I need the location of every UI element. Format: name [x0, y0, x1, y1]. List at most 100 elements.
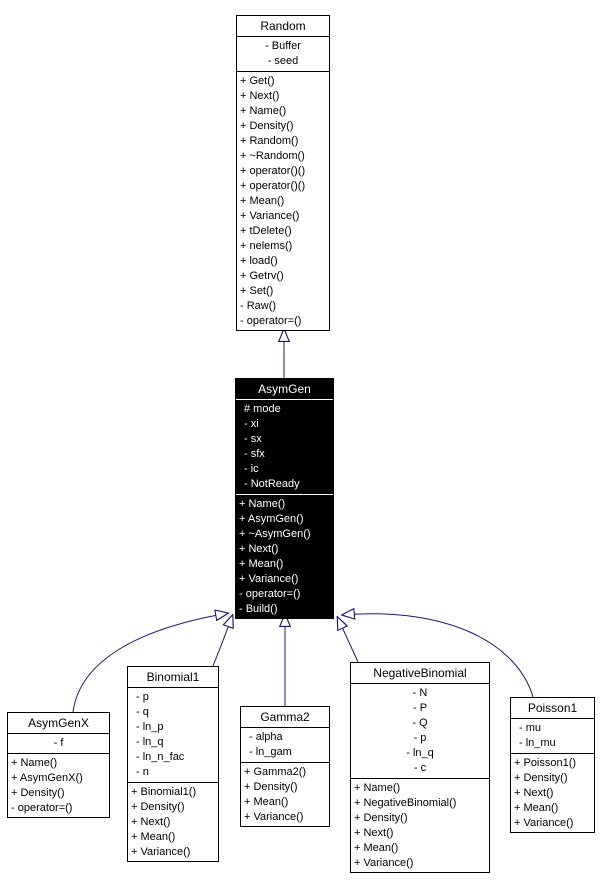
- member-row: + Variance(): [514, 817, 574, 829]
- methods-section: + Name()+ AsymGenX()+ Density()- operato…: [8, 754, 109, 817]
- class-box-poisson1[interactable]: Poisson1 - mu - ln_mu + Poisson1() + Densi…: [510, 697, 595, 833]
- member-row: - mu: [519, 722, 541, 734]
- member-row: + Gamma2(): [244, 766, 307, 778]
- class-title[interactable]: AsymGenX: [8, 713, 109, 734]
- member-row: - Q: [412, 717, 428, 729]
- member-row: + Variance(): [354, 857, 414, 869]
- member-row: - alpha: [249, 731, 283, 743]
- member-row: - ln_q: [406, 747, 434, 759]
- member-row: - ln_mu: [519, 737, 556, 749]
- member-row: + Next(): [514, 787, 554, 799]
- member-row: + Next(): [354, 827, 394, 839]
- edge-binomial1-to-asymgen: [212, 614, 233, 667]
- class-title[interactable]: Binomial1: [128, 667, 218, 688]
- member-row: + AsymGenX(): [11, 772, 83, 784]
- edge-asymgenx-to-asymgen: [72, 613, 229, 713]
- member-row: + ~Random(): [240, 150, 305, 162]
- member-row: + Density(): [514, 772, 568, 784]
- class-box-asymgenx[interactable]: AsymGenX - f + Name()+ AsymGenX()+ Densi…: [7, 712, 110, 818]
- member-row: + Mean(): [239, 558, 284, 570]
- member-row: + Poisson1(): [514, 757, 577, 769]
- member-row: - operator=(): [239, 588, 301, 600]
- member-row: + Mean(): [354, 842, 399, 854]
- member-row: + Mean(): [244, 796, 289, 808]
- attributes-section: - mu - ln_mu: [511, 719, 594, 754]
- member-row: - operator=(): [240, 315, 302, 327]
- member-row: + Next(): [240, 90, 280, 102]
- methods-section: + Name() + NegativeBinomial() + Density() +…: [351, 779, 489, 872]
- member-row: - operator=(): [11, 802, 73, 814]
- methods-section: + Gamma2() + Density() + Mean() + Variance(…: [241, 763, 329, 826]
- member-row: - f: [53, 737, 64, 749]
- member-row: - n: [136, 766, 149, 778]
- class-box-asymgen[interactable]: AsymGen # mode- xi- sx- sfx- ic- NotRead…: [235, 378, 334, 619]
- member-row: + Density(): [240, 120, 294, 132]
- member-row: + Variance(): [239, 573, 299, 585]
- member-row: + Next(): [131, 816, 171, 828]
- member-row: - P: [412, 702, 428, 714]
- member-row: + Name(): [239, 498, 286, 510]
- member-row: - sx: [244, 433, 262, 445]
- member-row: - Build(): [239, 603, 278, 615]
- member-row: - ln_gam: [249, 746, 292, 758]
- member-row: + ~AsymGen(): [239, 528, 311, 540]
- class-box-binomial1[interactable]: Binomial1 - p- q- ln_p- ln_q- ln_n_fac- …: [127, 666, 219, 862]
- edge-poisson1-to-asymgen: [341, 614, 534, 698]
- class-title[interactable]: AsymGen: [236, 379, 333, 400]
- member-row: + tDelete(): [240, 225, 292, 237]
- class-title[interactable]: NegativeBinomial: [351, 663, 489, 684]
- methods-section: + Name() + AsymGen() + ~AsymGen() + Next() +…: [236, 495, 333, 618]
- edge-negativebinomial-to-asymgen: [336, 616, 359, 663]
- member-row: + Density(): [354, 812, 408, 824]
- member-row: + AsymGen(): [239, 513, 304, 525]
- member-row: - xi: [244, 418, 259, 430]
- member-row: + operator()(): [240, 165, 306, 177]
- member-row: - ln_p: [136, 721, 164, 733]
- member-row: - p: [136, 691, 149, 703]
- member-row: - sfx: [244, 448, 265, 460]
- methods-section: + Binomial1() + Density() + Next() + Mean()…: [128, 783, 218, 861]
- attributes-section: - f: [8, 734, 109, 754]
- class-box-negativebinomial[interactable]: NegativeBinomial - N - P - Q - p - ln_q - c +…: [350, 662, 490, 873]
- member-row: + Getrv(): [240, 270, 284, 282]
- member-row: - p: [413, 732, 427, 744]
- member-row: + Name(): [354, 782, 401, 794]
- member-row: - Buffer: [265, 40, 301, 52]
- member-row: - seed: [267, 55, 299, 67]
- attributes-section: - p- q- ln_p- ln_q- ln_n_fac- n: [128, 688, 218, 783]
- member-row: - ln_n_fac: [136, 751, 185, 763]
- member-row: + Density(): [244, 781, 298, 793]
- member-row: + Name(): [240, 105, 287, 117]
- class-title[interactable]: Random: [237, 16, 329, 37]
- attributes-section: # mode- xi- sx- sfx- ic- NotReady: [236, 400, 333, 495]
- member-row: + Variance(): [244, 811, 304, 823]
- member-row: + Mean(): [240, 195, 285, 207]
- member-row: + Density(): [131, 801, 185, 813]
- member-row: + operator()(): [240, 180, 306, 192]
- member-row: - ic: [244, 463, 259, 475]
- class-box-random[interactable]: Random - Buffer - seed + Get() + Next() + N…: [236, 15, 330, 331]
- attributes-section: - N - P - Q - p - ln_q - c: [351, 684, 489, 779]
- member-row: + Mean(): [131, 831, 176, 843]
- member-row: + NegativeBinomial(): [354, 797, 457, 809]
- class-box-gamma2[interactable]: Gamma2 - alpha - ln_gam + Gamma2() + Densi…: [240, 706, 330, 827]
- member-row: - Raw(): [240, 300, 277, 312]
- member-row: + Binomial1(): [131, 786, 197, 798]
- member-row: + Name(): [11, 757, 58, 769]
- class-title[interactable]: Poisson1: [511, 698, 594, 719]
- member-row: + Next(): [239, 543, 279, 555]
- member-row: + Variance(): [240, 210, 300, 222]
- member-row: # mode: [244, 403, 281, 415]
- member-row: + Random(): [240, 135, 299, 147]
- member-row: + Get(): [240, 75, 275, 87]
- member-row: - c: [413, 762, 427, 774]
- member-row: - N: [412, 687, 428, 699]
- member-row: + nelems(): [240, 240, 293, 252]
- attributes-section: - Buffer - seed: [237, 37, 329, 72]
- member-row: - ln_q: [136, 736, 164, 748]
- methods-section: + Poisson1()+ Density()+ Next()+ Mean()+…: [511, 754, 594, 832]
- member-row: + Set(): [240, 285, 274, 297]
- class-title[interactable]: Gamma2: [241, 707, 329, 728]
